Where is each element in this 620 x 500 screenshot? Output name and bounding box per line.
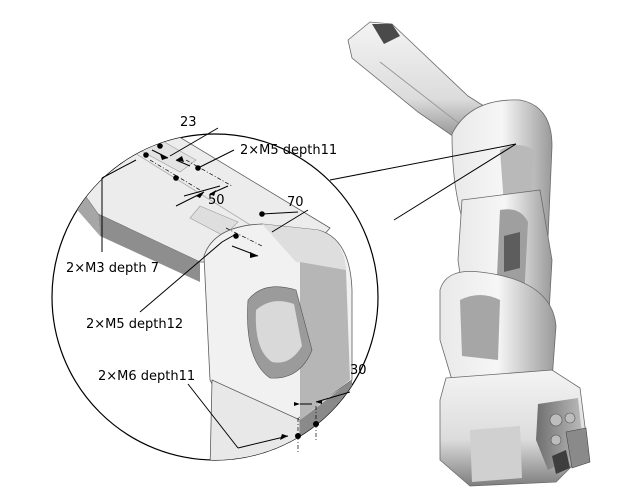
dim-70-label: 70 (287, 195, 304, 210)
hole-m5-b (195, 165, 201, 171)
closeup-lower-arm (209, 379, 301, 460)
m5-depth12-label: 2×M5 depth12 (86, 317, 184, 332)
hole-m5-c (233, 233, 239, 239)
callout-line-upper (329, 143, 517, 181)
m3-depth7-label: 2×M3 depth 7 (66, 261, 160, 276)
centerlines (149, 159, 317, 452)
hole-m5-d (259, 211, 265, 217)
dim-50-label: 50 (208, 193, 225, 208)
dimension-arrows (160, 154, 322, 440)
hole-m3-a (143, 152, 149, 158)
dim-30-label: 30 (350, 363, 367, 378)
hole-m5-a (173, 175, 179, 181)
hole-m3-b (157, 143, 163, 149)
m6-depth11-label: 2×M6 depth11 (98, 369, 196, 384)
robot-full-view (347, 21, 591, 487)
callout-line-lower (393, 143, 517, 221)
m5-depth11-label: 2×M5 depth11 (240, 143, 338, 158)
dim-23-label: 23 (180, 115, 197, 130)
